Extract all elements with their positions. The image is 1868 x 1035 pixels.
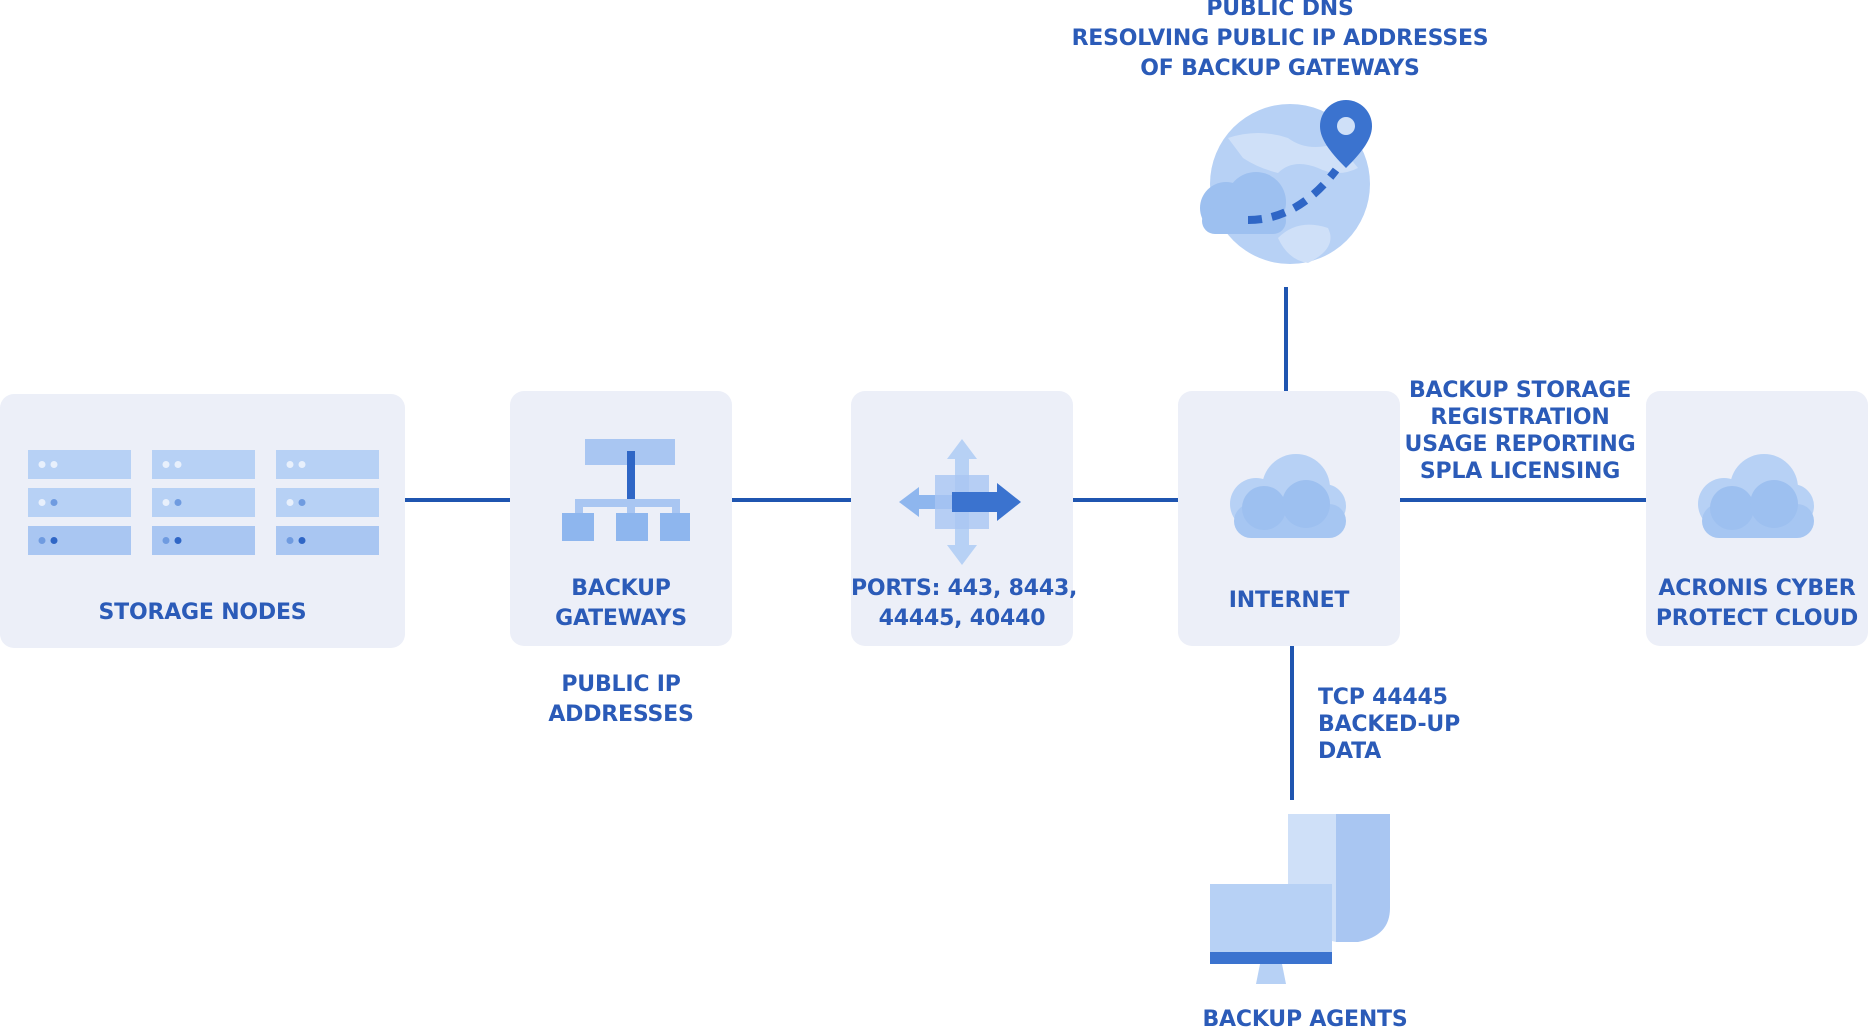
server-led [298,499,306,506]
public-dns-label-line-2: RESOLVING PUBLIC IP ADDRESSES [1071,26,1489,51]
connector-ports-internet [1072,498,1179,502]
agent-link-annotation-line-1: TCP 44445 [1318,685,1448,710]
server-led [286,499,294,506]
server-led [298,461,306,468]
agent-link-annotation: TCP 44445 BACKED-UP DATA [1318,684,1460,765]
server-led [50,461,58,468]
storage-nodes-box: STORAGE NODES [0,394,405,648]
server-led [174,537,182,544]
agent-link-annotation-line-3: DATA [1318,739,1382,764]
cloud-link-annotation-line-4: SPLA LICENSING [1419,459,1621,484]
cloud-icon [1230,454,1346,538]
server-led [38,537,46,544]
server-led [162,461,170,468]
backup-gateways-label: BACKUP GATEWAYS [510,574,732,634]
cloud-link-annotation-line-1: BACKUP STORAGE [1408,378,1632,403]
backup-gateways-box: BACKUP GATEWAYS [510,391,732,646]
public-ip-annotation-line-2: ADDRESSES [548,702,694,727]
server-led [174,499,182,506]
internet-box: INTERNET [1178,391,1400,646]
network-hierarchy-icon [562,439,690,541]
ports-label-line-2: 44445, 40440 [878,606,1046,631]
server-led [50,537,58,544]
cloud-icon [1698,454,1814,538]
connector-dns-internet [1284,287,1288,391]
connector-storage-gateways [405,498,511,502]
server-led [162,537,170,544]
acronis-cloud-label-line-2: PROTECT CLOUD [1655,606,1859,631]
cloud-link-annotation: BACKUP STORAGE REGISTRATION USAGE REPORT… [1392,377,1648,485]
ports-label: PORTS: 443, 8443, 44445, 40440 [851,574,1078,634]
storage-nodes-label: STORAGE NODES [98,600,307,625]
server-led [50,499,58,506]
connector-gateways-ports [731,498,852,502]
acronis-cloud-box: ACRONIS CYBER PROTECT CLOUD [1646,391,1868,646]
public-ip-annotation-line-1: PUBLIC IP [561,672,681,697]
four-way-arrows-icon [899,439,1021,565]
cloud-link-annotation-line-3: USAGE REPORTING [1404,432,1636,457]
server-led [38,499,46,506]
connector-internet-cloud [1399,498,1646,502]
server-led [162,499,170,506]
public-ip-annotation: PUBLIC IP ADDRESSES [510,670,732,730]
server-rack-icon [28,450,379,555]
agent-link-annotation-line-2: BACKED-UP [1318,712,1461,737]
ports-box: PORTS: 443, 8443, 44445, 40440 [851,391,1078,646]
server-led [286,537,294,544]
public-dns-label-line-1: PUBLIC DNS [1206,0,1354,21]
globe-location-icon [1200,100,1372,264]
server-led [38,461,46,468]
backup-agents-label: BACKUP AGENTS [1202,1007,1408,1032]
public-dns-label-line-3: OF BACKUP GATEWAYS [1140,56,1420,81]
connector-internet-agents [1290,646,1294,800]
internet-label: INTERNET [1228,588,1350,613]
server-led [298,537,306,544]
server-led [286,461,294,468]
backup-gateways-label-line-1: BACKUP [571,576,671,601]
monitor-shield-icon [1210,814,1390,984]
ports-label-line-1: PORTS: 443, 8443, [851,576,1078,601]
cloud-link-annotation-line-2: REGISTRATION [1430,405,1610,430]
acronis-cloud-label-line-1: ACRONIS CYBER [1658,576,1856,601]
server-led [174,461,182,468]
acronis-cloud-label: ACRONIS CYBER PROTECT CLOUD [1646,574,1868,634]
public-dns-label: PUBLIC DNS RESOLVING PUBLIC IP ADDRESSES… [1000,0,1560,84]
backup-gateways-label-line-2: GATEWAYS [555,606,687,631]
